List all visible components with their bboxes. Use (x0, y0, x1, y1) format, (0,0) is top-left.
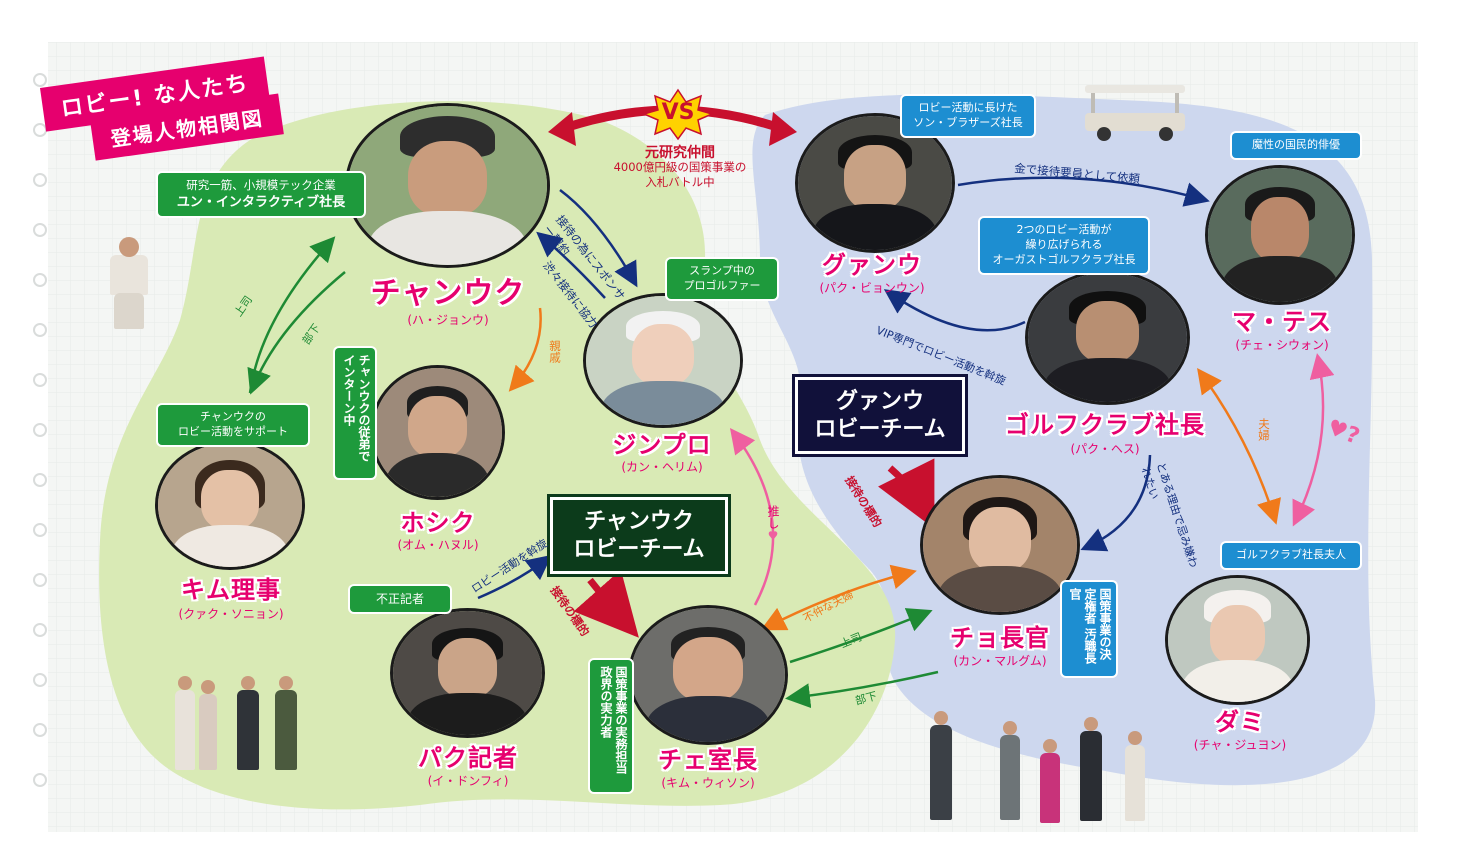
actor-changuk: (ハ・ジョンウ) (407, 313, 489, 327)
name-gwangwoo: グァンウ (822, 251, 922, 279)
note-golf-president-1: 2つのロビー活動が (1016, 223, 1112, 236)
actor-kim: (クァク・ソニョン) (178, 607, 284, 621)
actor-gwangwoo: (パク・ビョンウン) (819, 281, 925, 295)
vs-detail-2: 入札バトル中 (645, 174, 715, 189)
actor-cho: (カン・マルグム) (953, 654, 1047, 668)
portrait-cho[interactable] (920, 475, 1080, 615)
note-choi: 国策事業の実務担当 政界の実力者 (590, 660, 632, 792)
portrait-kim[interactable] (155, 440, 305, 570)
note-jinpro: スランプ中の プロゴルファー (667, 259, 777, 299)
note-golf-president-2: 繰り広げられる (1025, 237, 1103, 251)
name-jinpro: ジンプロ (612, 431, 712, 459)
name-choi: チェ室長 (658, 746, 758, 774)
rel-relative: 親戚 (548, 340, 562, 363)
actor-park-reporter: (イ・ドンフィ) (427, 774, 509, 788)
actor-choi: (キム・ウィソン) (661, 776, 755, 790)
name-cho: チョ長官 (950, 624, 1050, 652)
note-gwangwoo-2: ソン・ブラザーズ社長 (913, 115, 1023, 129)
vs-detail: 4000億円級の国策事業の 入札バトル中 (600, 160, 760, 190)
team-gwangwoo-line1: グァンウ (835, 389, 924, 414)
note-golf-president-3: オーガストゴルフクラブ社長 (992, 252, 1136, 266)
name-dami: ダミ (1215, 708, 1265, 736)
rel-fan-text: 推し (766, 505, 780, 529)
portrait-gwangwoo[interactable] (795, 113, 955, 253)
note-golf-president: 2つのロビー活動が 繰り広げられる オーガストゴルフクラブ社長 (980, 218, 1148, 273)
vs-text: VS (661, 100, 695, 125)
team-gwangwoo-line2: ロビーチーム (814, 416, 946, 442)
note-jinpro-2: プロゴルファー (683, 278, 761, 292)
name-mataes: マ・テス (1232, 308, 1332, 336)
heart-icon: ♥ (766, 529, 780, 543)
name-kim: キム理事 (181, 576, 281, 604)
note-kim: チャンウクの ロビー活動をサポート (158, 405, 308, 445)
name-hosik: ホシク (400, 509, 476, 537)
vs-detail-1: 4000億円級の国策事業の (613, 160, 747, 174)
name-golf-president: ゴルフクラブ社長 (1005, 411, 1205, 439)
portrait-hosik[interactable] (370, 365, 505, 500)
portrait-dami[interactable] (1165, 575, 1310, 705)
vs-label: 元研究仲間 (645, 145, 715, 161)
portrait-changuk[interactable] (345, 103, 550, 268)
team-changuk: チャンウク ロビーチーム (547, 494, 731, 577)
note-changuk-2: ユン・インタラクティブ社長 (176, 194, 346, 210)
team-changuk-line1: チャンウク (584, 509, 694, 534)
note-gwangwoo: ロビー活動に長けた ソン・ブラザーズ社長 (902, 96, 1034, 136)
team-changuk-line2: ロビーチーム (573, 536, 705, 562)
actor-hosik: (オム・ハヌル) (397, 538, 479, 552)
actor-dami: (チャ・ジュヨン) (1193, 738, 1287, 752)
note-changuk-1: 研究一筋、小規模テック企業 (186, 178, 336, 192)
portrait-jinpro[interactable] (583, 293, 743, 428)
note-kim-1: チャンウクの (200, 410, 266, 423)
portrait-park-reporter[interactable] (390, 608, 545, 738)
note-changuk: 研究一筋、小規模テック企業 ユン・インタラクティブ社長 (158, 173, 364, 217)
actor-golf-president: (パク・ヘス) (1070, 442, 1140, 456)
vs-badge: VS (641, 88, 715, 141)
rel-couple: 夫婦 (1257, 418, 1271, 441)
note-cho: 国策事業の決定権者 汚職長官 (1062, 582, 1116, 676)
actor-jinpro: (カン・ヘリム) (621, 460, 703, 474)
note-kim-2: ロビー活動をサポート (178, 424, 288, 438)
team-gwangwoo: グァンウ ロビーチーム (792, 374, 968, 457)
name-changuk: チャンウク (370, 276, 526, 311)
name-park-reporter: パク記者 (418, 744, 518, 772)
note-jinpro-1: スランプ中の (689, 264, 755, 277)
note-dami: ゴルフクラブ社長夫人 (1222, 543, 1360, 568)
rel-fan: 推し♥ (765, 505, 782, 543)
portrait-choi[interactable] (628, 605, 788, 745)
portrait-golf-president[interactable] (1025, 270, 1190, 405)
note-gwangwoo-1: ロビー活動に長けた (918, 101, 1018, 114)
actor-mataes: (チェ・シウォン) (1235, 338, 1329, 352)
note-hosik: チャンウクの従弟でインターン中 (335, 348, 375, 478)
portrait-mataes[interactable] (1205, 165, 1355, 305)
note-park-reporter: 不正記者 (350, 586, 450, 613)
note-mataes: 魔性の国民的俳優 (1232, 133, 1360, 158)
